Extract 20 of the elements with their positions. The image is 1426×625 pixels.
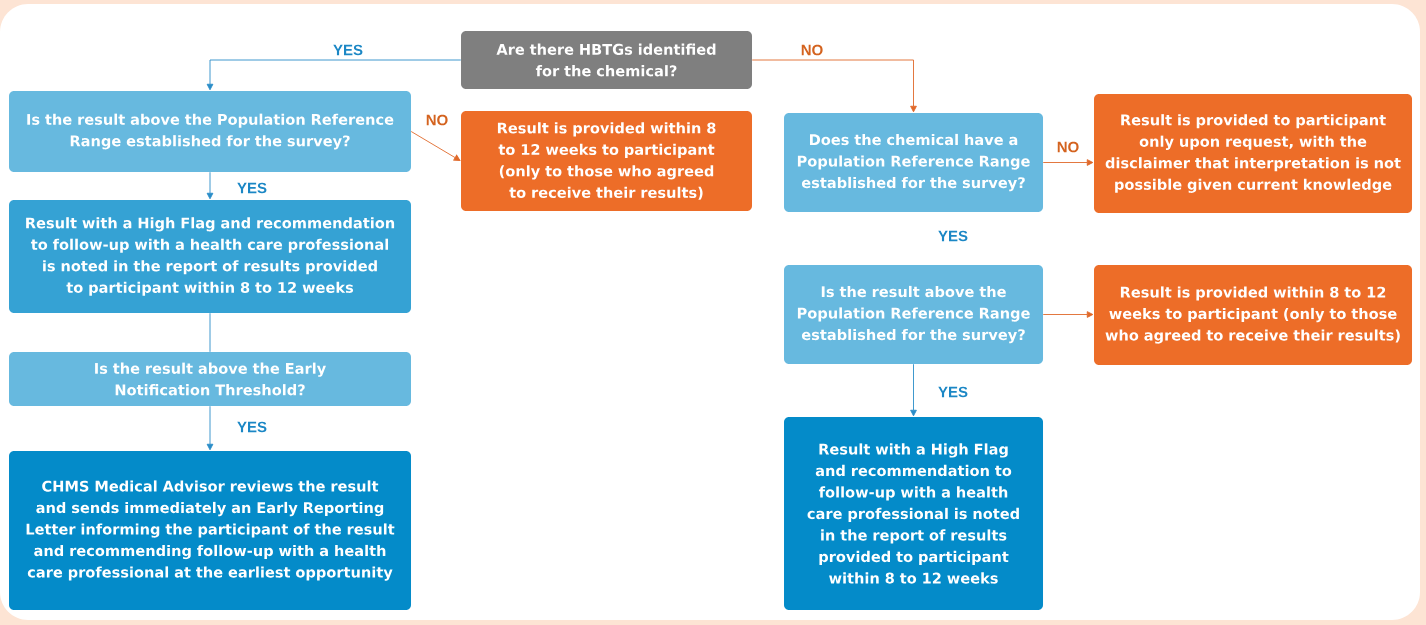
outcome-box: Result is provided within 8 to 12 weeks to participant (only to those who agreed to receive their results) bbox=[461, 111, 752, 211]
arrow bbox=[1042, 311, 1094, 318]
decision-box: Does the chemical have a Population Reference Range established for the survey? bbox=[784, 113, 1043, 212]
result-box: CHMS Medical Advisor reviews the result and sends immediately an Early Reporting Letter informing the participant of the result and recommending follow-up with a health care professional at the earliest opportunity bbox=[9, 451, 411, 610]
arrow bbox=[206, 59, 462, 91]
arrow bbox=[1042, 159, 1094, 166]
outcome-box: Result is provided to participant only upon request, with the disclaimer that interpretation is not possible given current knowledge bbox=[1094, 94, 1412, 213]
result-box: Result with a High Flag and recommendation to follow-up with a health care professional is noted in the report of results provided to participant within 8 to 12 weeks bbox=[784, 417, 1043, 610]
arrow bbox=[910, 363, 917, 417]
decision-box: Is the result above the Population Reference Range established for the survey? bbox=[784, 265, 1043, 364]
outcome-box: Result is provided within 8 to 12 weeks to participant (only to those who agreed to receive their results) bbox=[1094, 265, 1412, 365]
result-box: Result with a High Flag and recommendation to follow-up with a health care professional is noted in the report of results provided to participant within 8 to 12 weeks bbox=[9, 200, 411, 313]
arrow bbox=[751, 59, 917, 113]
arrow bbox=[206, 171, 214, 200]
arrow bbox=[410, 131, 461, 161]
branch-label: YES bbox=[938, 230, 968, 242]
question-box: Are there HBTGs identified for the chemical? bbox=[461, 31, 752, 89]
decision-box: Is the result above the Early Notification Threshold? bbox=[9, 352, 411, 406]
decision-box: Is the result above the Population Reference Range established for the survey? bbox=[9, 91, 411, 172]
arrow bbox=[206, 405, 214, 451]
